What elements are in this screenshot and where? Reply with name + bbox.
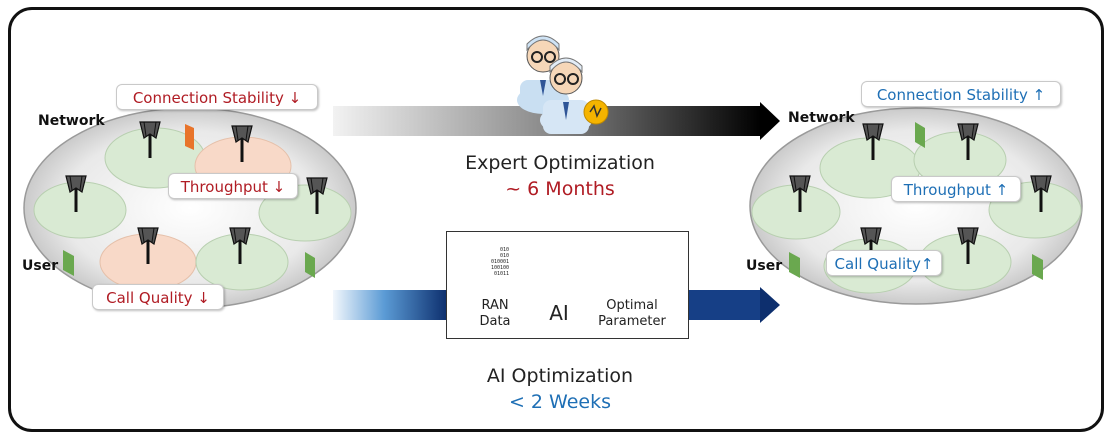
experts-icon <box>517 35 609 134</box>
after-throughput-badge: Throughput ↑ <box>891 176 1021 202</box>
before-call-quality-badge: Call Quality ↓ <box>92 284 224 310</box>
binary-line: 010001 <box>490 259 509 265</box>
expert-optimization-title: Expert Optimization <box>465 152 655 174</box>
before-connection-stability-badge: Connection Stability ↓ <box>116 84 318 110</box>
ran-binary-text: 010 010 010001 100100 01011 <box>487 247 509 277</box>
user-device-icon <box>185 124 194 150</box>
binary-line: 010 <box>499 247 509 253</box>
ai-optimization-duration: < 2 Weeks <box>508 391 612 413</box>
ai-optimization-title: AI Optimization <box>486 365 634 387</box>
before-user-label: User <box>22 258 59 274</box>
ran-data-line1: RAN <box>481 298 509 313</box>
before-throughput-badge: Throughput ↓ <box>168 173 298 199</box>
binary-line: 100100 <box>490 265 509 271</box>
ai-arrow <box>333 287 780 323</box>
before-network-label: Network <box>38 113 105 129</box>
binary-line: 01011 <box>493 271 509 277</box>
param-line1: Optimal <box>606 298 658 313</box>
param-line2: Parameter <box>598 314 666 329</box>
binary-line: 010 <box>499 253 509 259</box>
after-user-label: User <box>746 258 783 274</box>
ran-data-label: RAN Data <box>467 298 523 330</box>
after-call-quality-badge: Call Quality↑ <box>826 250 942 276</box>
ai-pipeline-box <box>446 231 689 339</box>
ran-data-line2: Data <box>479 314 511 329</box>
after-connection-stability-badge: Connection Stability ↑ <box>861 81 1061 107</box>
after-network-label: Network <box>788 110 855 126</box>
expert-optimization-duration: ~ 6 Months <box>505 178 615 200</box>
before-network-oval <box>23 107 357 309</box>
ai-label: AI <box>549 301 569 325</box>
optimal-parameter-label: Optimal Parameter <box>594 298 670 330</box>
